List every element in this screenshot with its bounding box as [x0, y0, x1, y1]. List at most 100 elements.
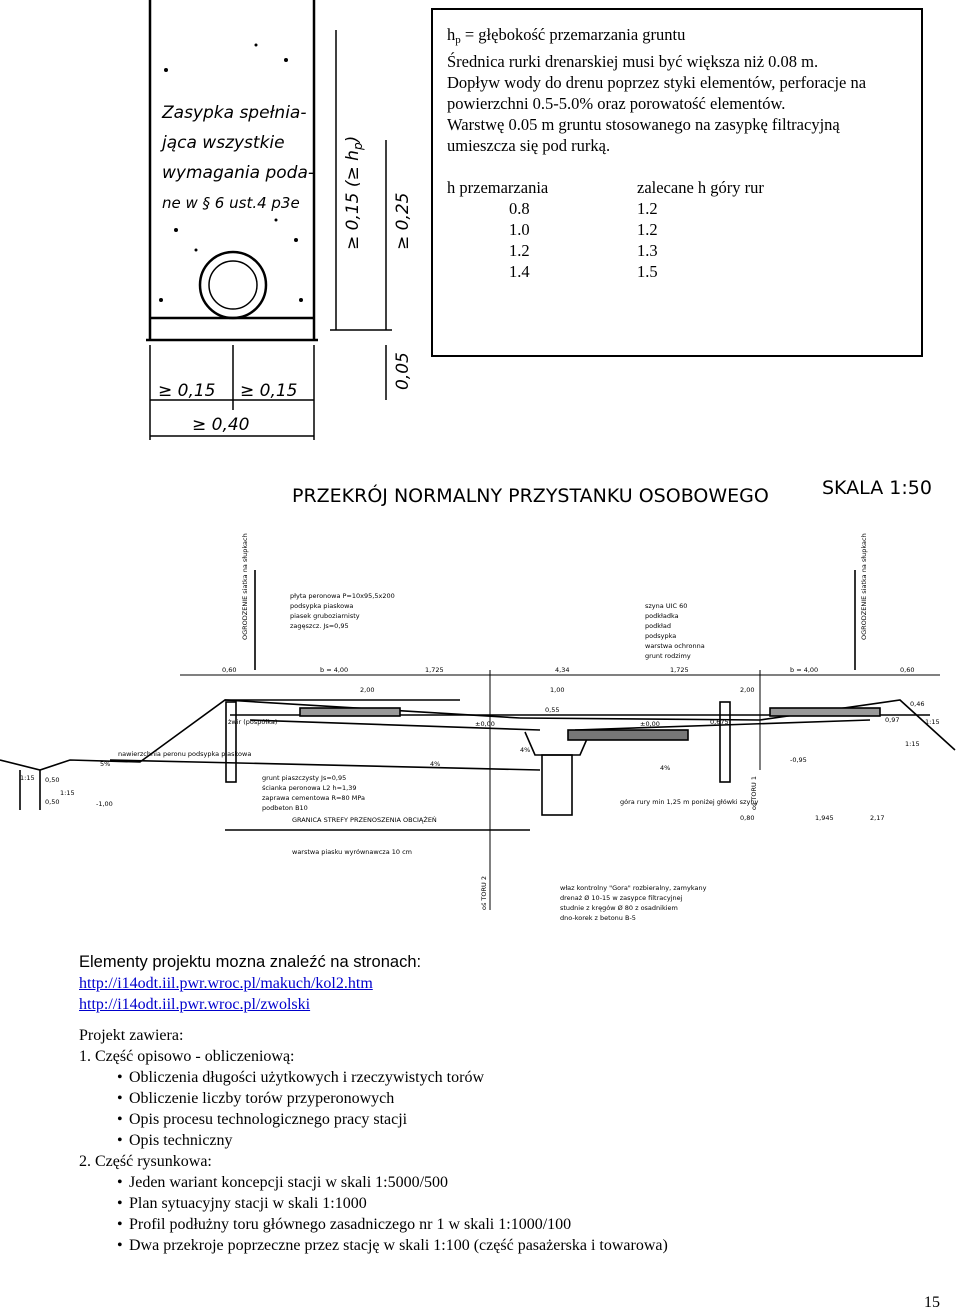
percent-label: 4% [520, 746, 530, 754]
left-layer-label: zagęszcz. Js=0,95 [290, 622, 349, 630]
links-heading: Elementy projektu mozna znaleźć na stron… [79, 953, 422, 971]
axis-left-label: oś TORU 2 [480, 876, 488, 910]
slope-label: 1:15 [925, 718, 940, 726]
table-cell: 1.2 [509, 241, 530, 260]
list-item: Obliczenia długości użytkowych i rzeczyw… [79, 1067, 939, 1088]
table-cell: 1.0 [509, 220, 530, 239]
sand-label: warstwa piasku wyrównawcza 10 cm [292, 848, 412, 856]
dim-label: 0,55 [545, 706, 559, 714]
list-item: Plan sytuacyjny stacji w skali 1:1000 [79, 1193, 939, 1214]
left-layer-label: piasek gruboziarnisty [290, 612, 360, 620]
project-info: Elementy projektu mozna znaleźć na stron… [79, 952, 939, 1256]
misc-label: 0,97 [885, 716, 899, 724]
right-layer-label: podkładka [645, 612, 679, 620]
left-label: podbeton B10 [262, 804, 308, 812]
dim-label: 1,00 [550, 686, 564, 694]
table-cell: 1.5 [637, 262, 658, 281]
info-line-inflow: Dopływ wody do drenu poprzez styki eleme… [447, 73, 867, 113]
section-title: PRZEKRÓJ NORMALNY PRZYSTANKU OSOBOWEGO [292, 483, 769, 507]
slope-label: 1:15 [60, 789, 75, 797]
left-label: żwir (pospółka) [228, 718, 277, 726]
misc-label: ±0,00 [475, 720, 495, 728]
sketch-dim-005: 0,05 [393, 352, 413, 390]
table-cell: 0.8 [509, 199, 530, 218]
part2-heading: 2. Część rysunkowa: [79, 1153, 212, 1170]
right-layer-label: warstwa ochronna [645, 642, 705, 650]
sketch-text-line-2: jąca wszystkie [160, 133, 285, 153]
info-line-diameter: Średnica rurki drenarskiej musi być więk… [447, 52, 819, 71]
part2-list: Jeden wariant koncepcji stacji w skali 1… [79, 1172, 939, 1256]
sketch-dim-bottom-right: ≥ 0,15 [240, 381, 298, 401]
left-label: nawierzchnia peronu podsypka piaskowa [118, 750, 251, 758]
slope-label: 1:15 [20, 774, 35, 782]
well-label: drenaż Ø 10-15 w zasypce filtracyjnej [560, 894, 683, 902]
frost-depth-table: h przemarzania zalecane h góry rur 0.8 1… [447, 177, 907, 282]
section-scale: SKALA 1:50 [822, 477, 932, 499]
well-label: studnie z kręgów Ø 80 z osadnikiem [560, 904, 678, 912]
sketch-text-line-1: Zasypka spełnia- [161, 103, 306, 123]
right-layer-label: podkład [645, 622, 671, 630]
sketch-dim-bottom-left: ≥ 0,15 [158, 381, 216, 401]
pipe-top-label: góra rury min 1,25 m poniżej główki szyn… [620, 798, 758, 806]
left-label: zaprawa cementowa R=80 MPa [262, 794, 365, 802]
misc-label: -1,00 [96, 800, 113, 808]
misc-label: 0,80 [740, 814, 754, 822]
slope-label: 1:15 [905, 740, 920, 748]
list-item: Profil podłużny toru głównego zasadnicze… [79, 1214, 939, 1235]
project-heading: Projekt zawiera: [79, 1027, 184, 1044]
dim-label: b = 4,00 [790, 666, 818, 674]
dim-label: b = 4,00 [320, 666, 348, 674]
sketch-dim-015-hp: ≥ 0,15 (≥ hp) [343, 136, 365, 250]
part1-heading: 1. Część opisowo - obliczeniową: [79, 1048, 295, 1065]
drainage-trench-sketch: Zasypka spełnia- jąca wszystkie wymagani… [146, 0, 413, 440]
dim-label: 1,725 [425, 666, 444, 674]
dim-label: 2,00 [740, 686, 754, 694]
dim-label: 1,725 [670, 666, 689, 674]
page-number: 15 [924, 1294, 940, 1311]
sketch-text-line-3: wymagania poda- [162, 163, 314, 183]
left-label: ścianka peronowa L2 h=1,39 [262, 784, 357, 792]
table-row: 1.0 1.2 [447, 219, 907, 240]
info-line-layer: Warstwę 0.05 m gruntu stosowanego na zas… [447, 115, 840, 155]
left-layer-label: podsypka piaskowa [290, 602, 353, 610]
table-cell: 1.2 [637, 220, 658, 239]
percent-label: 5% [100, 760, 110, 768]
link-makuch[interactable]: http://i14odt.iil.pwr.wroc.pl/makuch/kol… [79, 975, 373, 992]
table-row: 0.8 1.2 [447, 198, 907, 219]
axis-right-label: oś TORU 1 [750, 776, 758, 810]
misc-label: 0,675 [710, 718, 729, 726]
dim-label: 0,60 [222, 666, 236, 674]
table-cell: 1.3 [637, 241, 658, 260]
info-box: hp = głębokość przemarzania gruntu Średn… [431, 8, 923, 357]
link-zwolski[interactable]: http://i14odt.iil.pwr.wroc.pl/zwolski [79, 996, 311, 1013]
sketch-text-line-4: ne w § 6 ust.4 p3e [162, 194, 300, 212]
table-header-pipe-top: zalecane h góry rur [637, 178, 764, 197]
misc-label: ±0,00 [640, 720, 660, 728]
percent-label: 4% [660, 764, 670, 772]
table-cell: 1.4 [509, 262, 530, 281]
left-layer-label: płyta peronowa P=10x95,5x200 [290, 592, 395, 600]
list-item: Dwa przekroje poprzeczne przez stację w … [79, 1235, 939, 1256]
hp-definition: hp = głębokość przemarzania gruntu [447, 25, 686, 46]
right-layer-label: podsypka [645, 632, 676, 640]
left-label: grunt piaszczysty Js=0,95 [262, 774, 346, 782]
misc-label: 0,46 [910, 700, 924, 708]
table-row: 1.2 1.3 [447, 240, 907, 261]
table-row: 1.4 1.5 [447, 261, 907, 282]
sketch-dim-bottom-total: ≥ 0,40 [192, 415, 250, 435]
list-item: Jeden wariant koncepcji stacji w skali 1… [79, 1172, 939, 1193]
platform-cross-section: PRZEKRÓJ NORMALNY PRZYSTANKU OSOBOWEGO S… [0, 477, 956, 922]
table-cell: 1.2 [637, 199, 658, 218]
part1-list: Obliczenia długości użytkowych i rzeczyw… [79, 1067, 939, 1151]
misc-label: 1,945 [815, 814, 834, 822]
right-layer-label: grunt rodzimy [645, 652, 691, 660]
misc-label: 0,50 [45, 798, 59, 806]
list-item: Opis procesu technologicznego pracy stac… [79, 1109, 939, 1130]
well-label: dno-korek z betonu B-5 [560, 914, 636, 922]
fence-right-label: OGRODZENIE siatka na słupkach [860, 533, 868, 640]
dim-label: 0,60 [900, 666, 914, 674]
list-item: Obliczenie liczby torów przyperonowych [79, 1088, 939, 1109]
dim-label: 2,00 [360, 686, 374, 694]
fence-left-label: OGRODZENIE siatka na słupkach [241, 533, 249, 640]
dim-label: 4,34 [555, 666, 569, 674]
